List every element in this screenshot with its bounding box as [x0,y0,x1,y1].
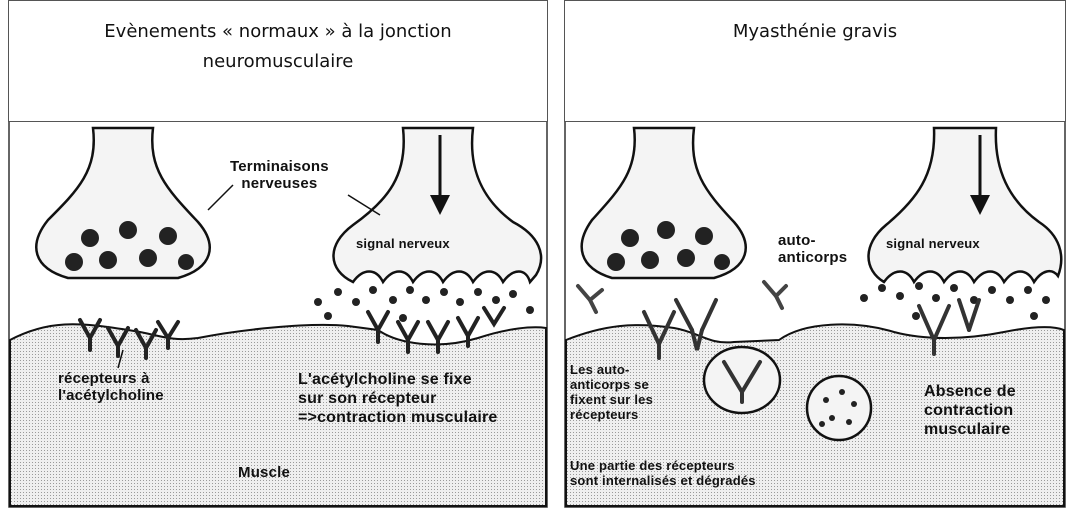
panel-title: Evènements « normaux » à la jonction neu… [8,0,548,122]
receptors-label: récepteurs à l'acétylcholine [58,370,164,404]
panel-title: Myasthénie gravis [564,0,1066,122]
no-contraction-label: Absence de contraction musculaire [924,382,1016,439]
bind-receptors-label: Les auto- anticorps se fixent sur les ré… [570,362,653,422]
binding-label: L'acétylcholine se fixe sur son récepteu… [298,370,498,427]
internalized-label: Une partie des récepteurs sont internali… [570,458,756,488]
signal-label: signal nerveux [356,236,450,251]
muscle-label: Muscle [238,464,290,481]
autoantibodies-label: auto- anticorps [778,232,847,266]
myasthenia-panel: Myasthénie gravis auto- anticorps signal… [564,0,1066,508]
normal-junction-panel: Evènements « normaux » à la jonction neu… [8,0,548,508]
terminals-label: Terminaisons nerveuses [230,158,329,192]
degraded-vesicle [807,376,871,440]
signal-label: signal nerveux [886,236,980,251]
